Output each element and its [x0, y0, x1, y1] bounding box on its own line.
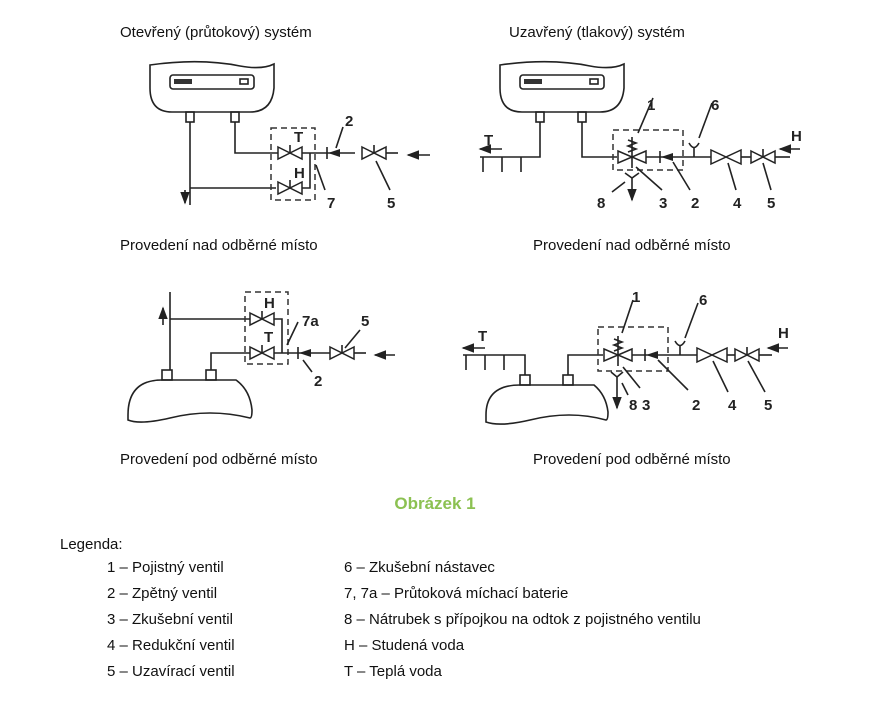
legend-item: 3 – Zkušební ventil	[107, 611, 233, 628]
diagram-open-above: T H 2 7 5	[149, 60, 430, 212]
check-valve-icon	[299, 349, 311, 357]
figure-title: Obrázek 1	[394, 494, 476, 513]
label-5: 5	[767, 195, 775, 212]
caption-above-left: Provedení nad odběrné místo	[120, 237, 318, 254]
legend-item: 7, 7a – Průtoková míchací baterie	[344, 585, 569, 602]
label-T: T	[478, 328, 487, 345]
label-4: 4	[728, 397, 737, 414]
valve-icon	[249, 311, 275, 327]
diagram-open-below: H T 7a 5 2	[127, 291, 395, 423]
test-fitting-icon	[674, 340, 686, 355]
legend-item: 4 – Redukční ventil	[107, 637, 235, 654]
check-valve-icon	[328, 149, 340, 157]
label-7: 7	[327, 195, 335, 212]
label-H: H	[264, 295, 275, 312]
label-H: H	[791, 128, 802, 145]
valve-icon	[249, 345, 275, 361]
legend-left-column: 1 – Pojistný ventil 2 – Zpětný ventil 3 …	[107, 555, 235, 685]
diagram-closed-below: T H 1 6 8 3 2 4 5	[461, 289, 789, 425]
label-5: 5	[764, 397, 772, 414]
test-fitting-icon	[688, 142, 700, 157]
label-6: 6	[699, 292, 707, 309]
reducing-valve-icon	[696, 346, 728, 364]
label-H: H	[294, 165, 305, 182]
reducing-valve-icon	[710, 148, 742, 166]
label-4: 4	[733, 195, 742, 212]
label-T: T	[264, 329, 273, 346]
caption-closed-system: Uzavřený (tlakový) systém	[509, 24, 685, 41]
label-3: 3	[659, 195, 667, 212]
label-6: 6	[711, 97, 719, 114]
water-heater-icon	[485, 374, 609, 425]
label-5: 5	[387, 195, 395, 212]
check-valve-icon	[646, 351, 658, 359]
label-T: T	[484, 132, 493, 149]
valve-icon	[750, 149, 776, 165]
label-T: T	[294, 129, 303, 146]
valve-icon	[277, 180, 303, 196]
label-2: 2	[314, 373, 322, 390]
legend-heading: Legenda:	[60, 536, 123, 553]
legend-right-column: 6 – Zkušební nástavec 7, 7a – Průtoková …	[344, 555, 701, 685]
valve-icon	[277, 145, 303, 161]
label-H: H	[778, 325, 789, 342]
label-7a: 7a	[302, 313, 319, 330]
legend-item: H – Studená voda	[344, 637, 465, 654]
check-valve-icon	[661, 153, 673, 161]
legend-item: 6 – Zkušební nástavec	[344, 559, 495, 576]
legend-item: 5 – Uzavírací ventil	[107, 663, 235, 680]
label-8: 8	[629, 397, 637, 414]
valve-icon	[734, 347, 760, 363]
safety-valve-icon	[617, 137, 647, 168]
legend-item: 8 – Nátrubek s přípojkou na odtok z poji…	[344, 611, 701, 628]
water-heater-icon	[127, 369, 253, 423]
label-2: 2	[345, 113, 353, 130]
water-heater-icon	[499, 60, 625, 123]
label-2: 2	[691, 195, 699, 212]
caption-below-left: Provedení pod odběrné místo	[120, 451, 318, 468]
valve-icon	[329, 345, 355, 361]
caption-above-right: Provedení nad odběrné místo	[533, 237, 731, 254]
legend-item: 2 – Zpětný ventil	[107, 585, 218, 602]
label-5: 5	[361, 313, 369, 330]
diagram-closed-above: T H 1 6 8 3 2 4 5	[478, 60, 802, 212]
legend-item: 1 – Pojistný ventil	[107, 559, 224, 576]
water-heater-icon	[149, 60, 275, 123]
legend-item: T – Teplá voda	[344, 663, 442, 680]
label-1: 1	[632, 289, 640, 306]
label-1: 1	[647, 97, 655, 114]
label-8: 8	[597, 195, 605, 212]
label-2: 2	[692, 397, 700, 414]
safety-valve-icon	[603, 336, 633, 366]
label-3: 3	[642, 397, 650, 414]
caption-open-system: Otevřený (průtokový) systém	[120, 24, 312, 41]
caption-below-right: Provedení pod odběrné místo	[533, 451, 731, 468]
valve-icon	[361, 145, 387, 161]
